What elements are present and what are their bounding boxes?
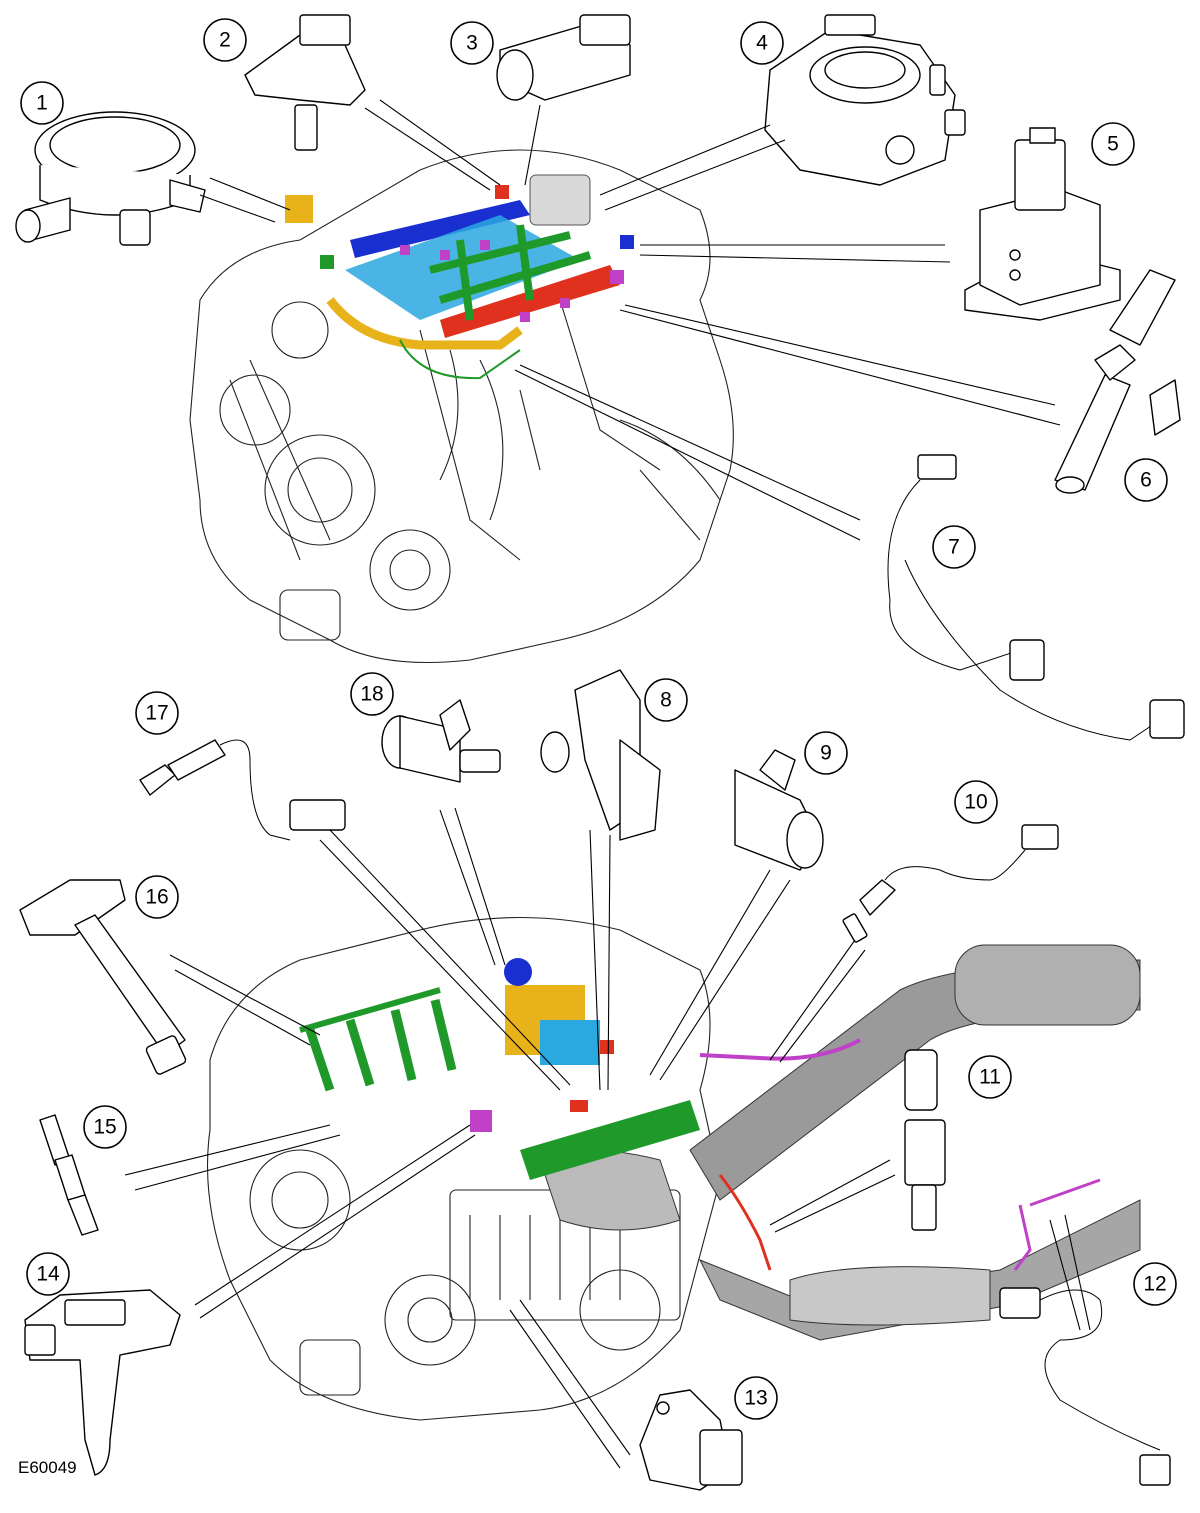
callout-8-label: 8 xyxy=(660,689,672,712)
component-5-solenoid xyxy=(964,127,1121,321)
callout-7-label: 7 xyxy=(948,536,960,559)
component-9-position-sensor xyxy=(734,749,824,871)
callout-8: 8 xyxy=(644,678,688,722)
callouts: 1 2 3 4 5 6 7 8 xyxy=(20,18,1177,1420)
callout-11-label: 11 xyxy=(979,1066,1001,1089)
callout-13-label: 13 xyxy=(744,1387,767,1410)
callout-6-label: 6 xyxy=(1140,469,1152,492)
component-6-fuel-injector xyxy=(1054,269,1181,494)
component-8-pressure-sensor xyxy=(540,669,661,841)
callout-16-label: 16 xyxy=(145,886,168,909)
callout-10: 10 xyxy=(954,780,998,824)
callout-1-label: 1 xyxy=(36,92,48,115)
component-1-valve xyxy=(15,111,206,246)
callout-18: 18 xyxy=(350,672,394,716)
figure-id: E60049 xyxy=(18,1458,77,1477)
callout-3-label: 3 xyxy=(466,32,478,55)
component-7-knock-sensors xyxy=(887,454,1185,741)
callout-14-label: 14 xyxy=(36,1263,60,1286)
component-13-crankshaft-sensor xyxy=(639,1389,743,1491)
component-18-camshaft-sensor xyxy=(381,699,501,783)
callout-7: 7 xyxy=(932,525,976,569)
component-17-oxygen-sensor xyxy=(139,739,346,841)
component-10-oxygen-sensor xyxy=(842,824,1059,943)
component-16-ignition-coil xyxy=(19,879,187,1075)
upper-engine-illustration xyxy=(189,149,734,664)
callout-9-label: 9 xyxy=(820,742,832,765)
component-3-temperature-sensor xyxy=(496,14,631,101)
callout-2-label: 2 xyxy=(219,29,231,52)
callout-4-label: 4 xyxy=(756,32,768,55)
callout-18-label: 18 xyxy=(360,683,383,706)
component-12-oxygen-sensor xyxy=(999,1287,1171,1486)
callout-14: 14 xyxy=(26,1252,70,1296)
callout-11: 11 xyxy=(968,1055,1012,1099)
component-15-spark-plug xyxy=(39,1114,99,1236)
callout-10-label: 10 xyxy=(964,791,987,814)
callout-6: 6 xyxy=(1124,458,1168,502)
callout-16: 16 xyxy=(135,875,179,919)
callout-17-label: 17 xyxy=(145,702,168,725)
callout-3: 3 xyxy=(450,21,494,65)
component-4-throttle-body xyxy=(764,14,966,186)
callout-12-label: 12 xyxy=(1143,1273,1166,1296)
callout-15: 15 xyxy=(83,1105,127,1149)
component-2-map-sensor xyxy=(244,14,366,151)
callout-2: 2 xyxy=(203,18,247,62)
callout-13: 13 xyxy=(734,1376,778,1420)
callout-17: 17 xyxy=(135,691,179,735)
callout-9: 9 xyxy=(804,731,848,775)
callout-4: 4 xyxy=(740,21,784,65)
callout-15-label: 15 xyxy=(93,1116,116,1139)
callout-1: 1 xyxy=(20,81,64,125)
component-14-mass-air-flow-sensor xyxy=(24,1289,181,1476)
leader-lines xyxy=(124,99,1091,1469)
lower-engine-illustration xyxy=(206,917,1141,1421)
callout-12: 12 xyxy=(1133,1262,1177,1306)
callout-5: 5 xyxy=(1091,122,1135,166)
callout-5-label: 5 xyxy=(1107,133,1119,156)
component-11-oxygen-sensor xyxy=(904,1049,946,1231)
